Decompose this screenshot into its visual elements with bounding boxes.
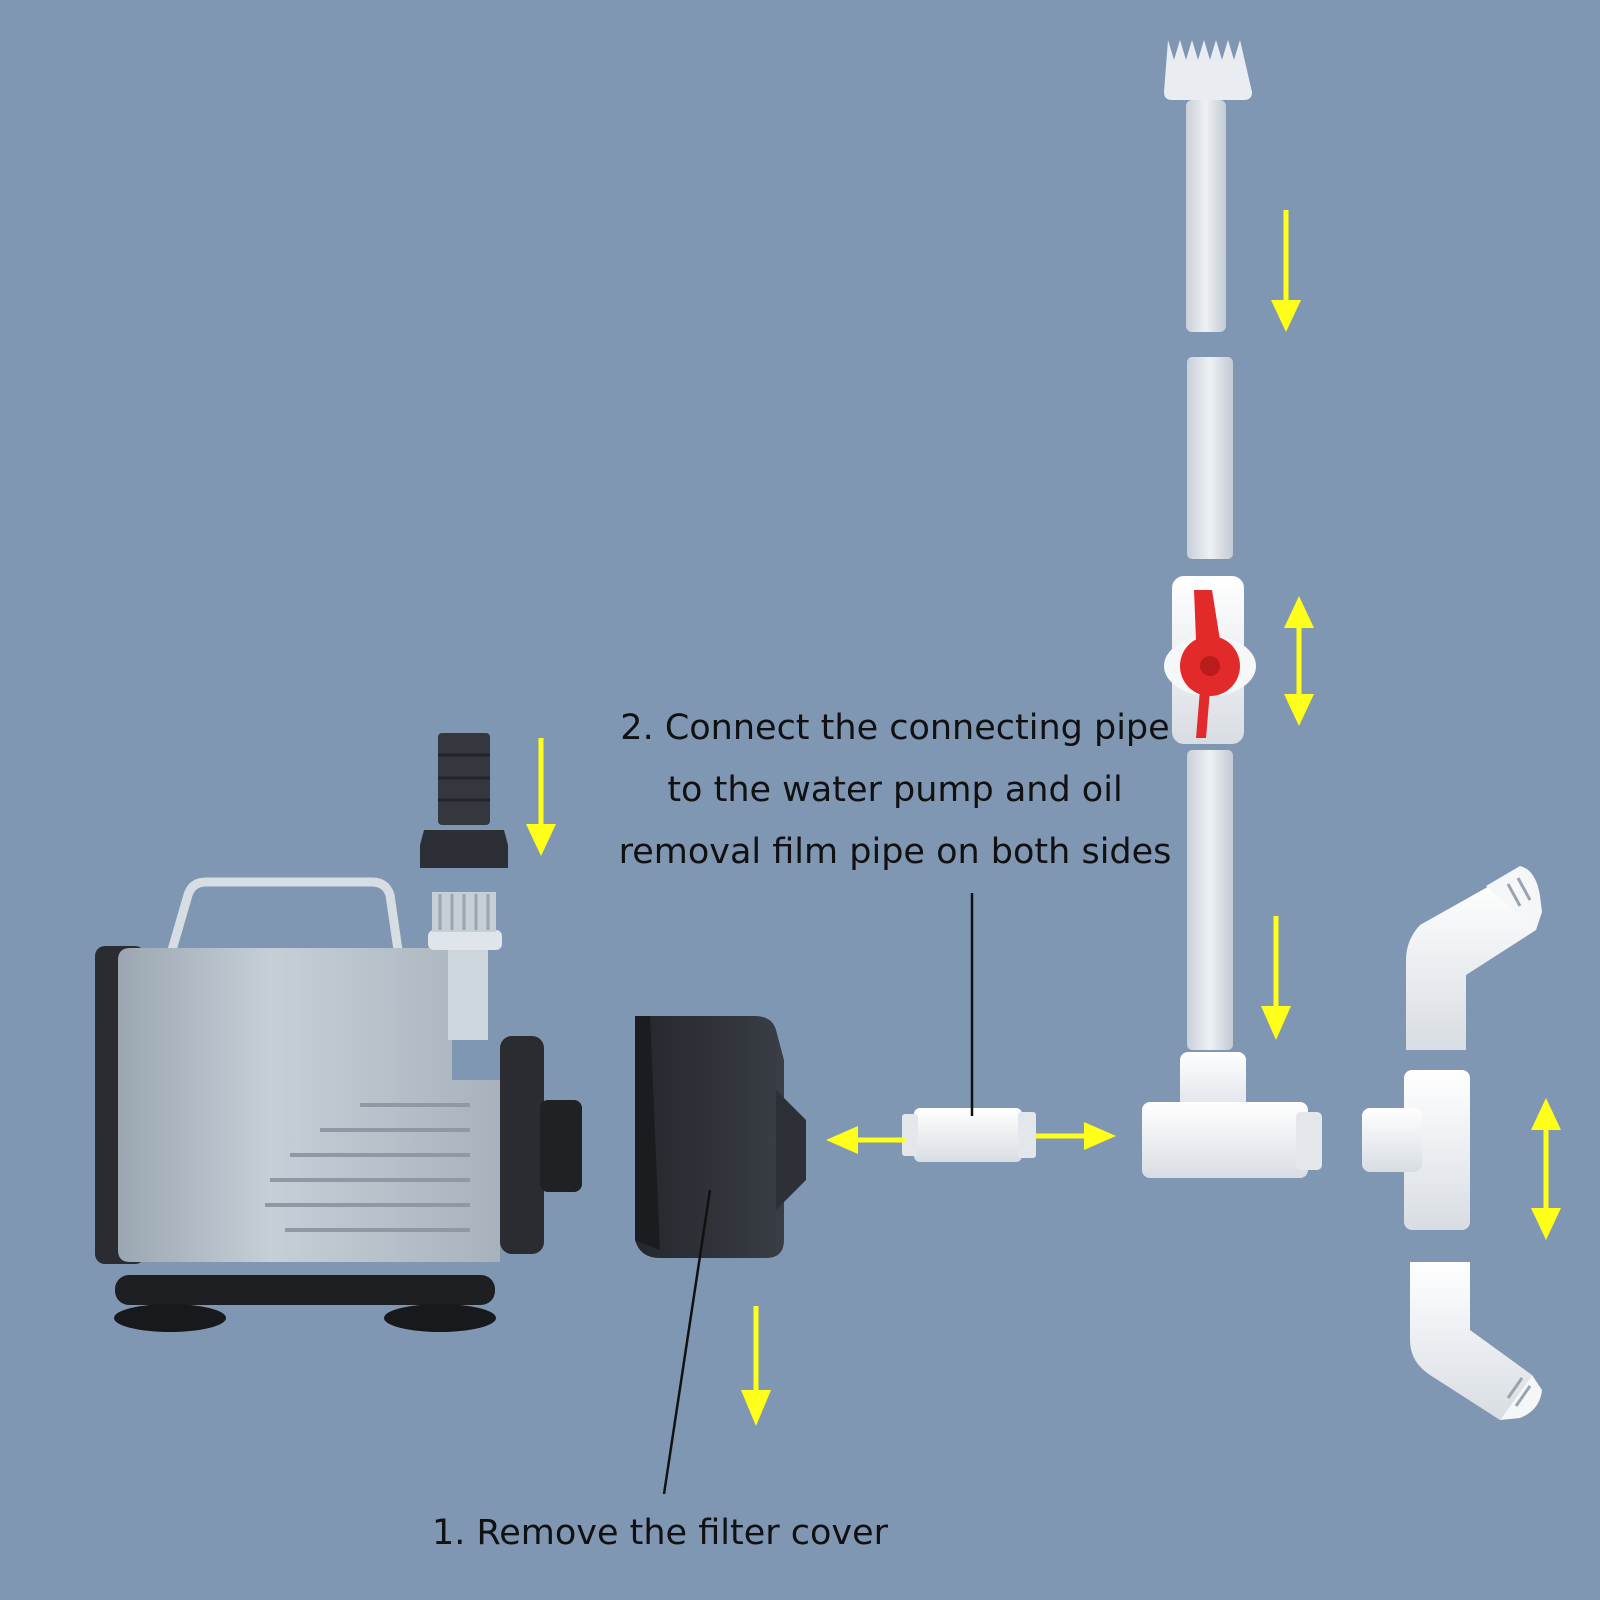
tee-fitting (1142, 1052, 1322, 1178)
arrow-left-connector (826, 1126, 906, 1154)
arrow-down-spray-head (1271, 210, 1301, 332)
oil-skimmer-tee (1362, 1070, 1470, 1230)
pump-base (115, 1275, 495, 1305)
arrow-double-vertical-valve (1284, 596, 1314, 726)
step-2-line-3: removal film pipe on both sides (618, 832, 1172, 872)
hose-barb-outlet (420, 733, 508, 868)
pump-intake-nozzle (540, 1100, 582, 1192)
pump-foot-right (384, 1304, 496, 1332)
pipe-segment-upper (1187, 357, 1233, 559)
arrow-double-vertical-skimmer (1531, 1098, 1561, 1240)
arrow-right-connector (1036, 1122, 1116, 1150)
pump-body (118, 948, 500, 1262)
step-2-line-2: to the water pump and oil (667, 770, 1123, 810)
filter-cover (635, 1016, 806, 1258)
straight-connector (902, 1108, 1036, 1162)
elbow-skimmer-inlet-bottom (1410, 1262, 1542, 1420)
step-2-caption: 2. Connect the connecting pipe to the wa… (600, 697, 1190, 883)
pump-outlet-collar (428, 930, 502, 950)
step-1-caption: 1. Remove the filter cover (431, 1513, 889, 1553)
ball-valve (1164, 576, 1256, 744)
leader-line-filter-cover (662, 1189, 712, 1495)
pipe-segment-lower (1187, 750, 1233, 1050)
step-2-line-1: 2. Connect the connecting pipe (620, 708, 1170, 748)
pump-thread-lines (438, 894, 490, 930)
arrow-down-hose-barb (526, 738, 556, 856)
pump-handle (167, 877, 403, 952)
water-pump (95, 877, 582, 1332)
arrow-down-filter-cover (741, 1306, 771, 1426)
arrow-down-tee (1261, 916, 1291, 1040)
spray-head (1164, 40, 1252, 332)
elbow-skimmer-inlet-top (1406, 866, 1542, 1050)
pump-intake-ring (500, 1036, 544, 1254)
pump-cooling-fins (265, 1103, 470, 1232)
pump-foot-left (114, 1304, 226, 1332)
